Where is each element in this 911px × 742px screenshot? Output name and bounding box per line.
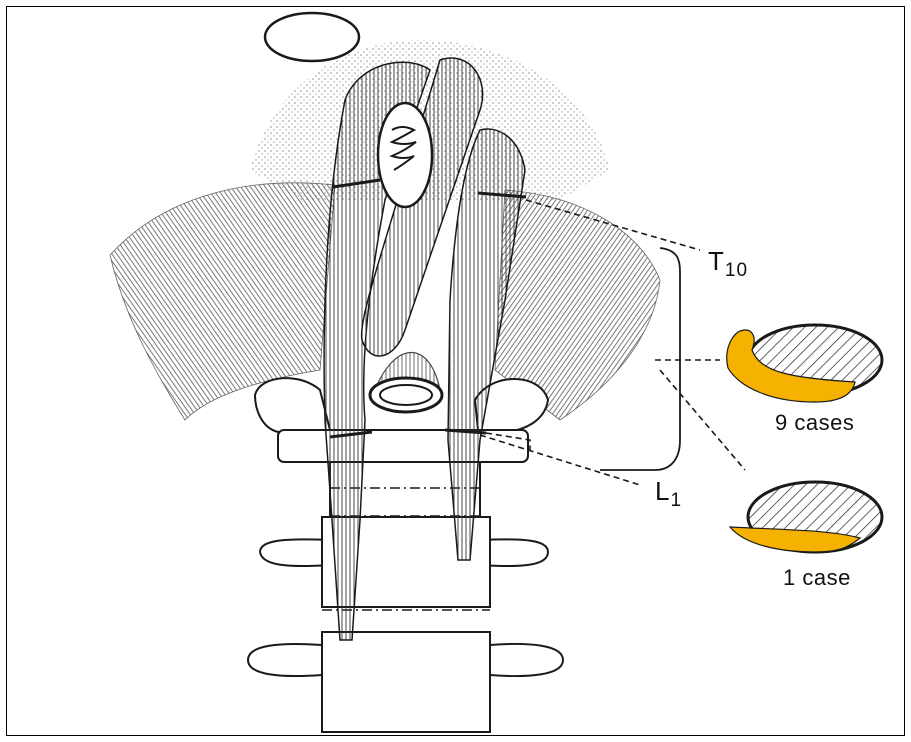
level-label-t10-sub: 10 [725,260,748,281]
vertebral-column [248,378,563,732]
inset-9-cases [727,325,882,402]
inset-1-case [730,482,882,552]
esophageal-hiatus [378,103,432,207]
inset-9-caption: 9 cases [775,412,854,434]
inset-1-caption: 1 case [783,567,851,589]
level-label-l1-sub: 1 [670,490,682,511]
level-label-t10: T10 [708,248,748,280]
top-ellipse [265,13,359,61]
level-label-l1-main: L [655,476,670,506]
level-label-l1: L1 [655,478,682,510]
level-label-t10-main: T [708,246,725,276]
aorta [370,353,442,413]
